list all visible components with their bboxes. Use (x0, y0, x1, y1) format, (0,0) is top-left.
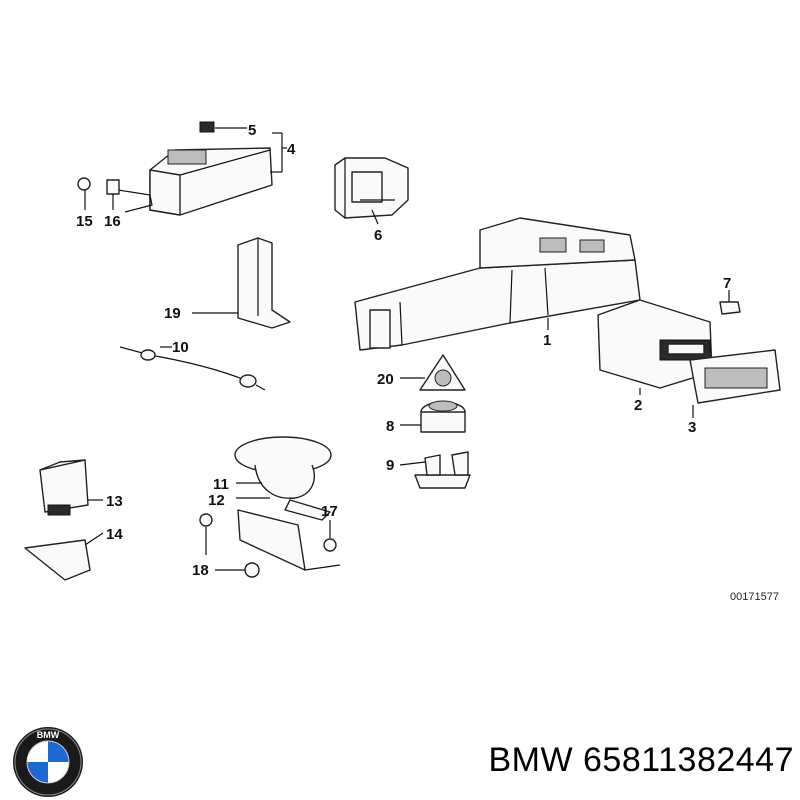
cover-illustration (237, 237, 291, 329)
callout-12: 12 (208, 492, 225, 509)
callout-2: 2 (634, 397, 642, 414)
callout-1: 1 (543, 332, 551, 349)
brand-name: BMW (488, 741, 574, 779)
radio-unit-illustration (597, 299, 713, 389)
callout-11: 11 (213, 476, 229, 493)
callout-7: 7 (723, 275, 731, 292)
screw-illustration (719, 301, 741, 315)
mounting-frame-illustration (354, 217, 641, 351)
front-panel-illustration (689, 349, 781, 404)
callout-5: 5 (248, 122, 256, 139)
part-number-label: BMW 65811382447 (488, 741, 794, 780)
callout-14: 14 (106, 526, 123, 543)
callout-4: 4 (287, 141, 296, 158)
cable-illustration (119, 346, 266, 391)
leader-lines (84, 127, 730, 571)
diagram-reference-code: 00171577 (730, 591, 779, 603)
callout-17: 17 (321, 503, 338, 520)
part-number: 65811382447 (583, 741, 794, 779)
horn-illustration (199, 436, 341, 578)
bracket-illustration (334, 157, 409, 219)
callout-18: 18 (192, 562, 209, 579)
callout-20: 20 (377, 371, 394, 388)
speaker-illustration (420, 400, 466, 433)
callout-6: 6 (374, 227, 382, 244)
control-module-illustration (77, 121, 282, 216)
warning-label-illustration (419, 354, 466, 391)
brand-row: BMW BMW 65811382447 (8, 705, 794, 797)
bmw-logo-icon: BMW (13, 727, 83, 797)
callout-13: 13 (106, 493, 123, 510)
holder-illustration (414, 451, 471, 489)
relay-illustration (24, 459, 91, 581)
callout-10: 10 (172, 339, 189, 356)
callout-19: 19 (164, 305, 181, 322)
callout-3: 3 (688, 419, 696, 436)
callout-16: 16 (104, 213, 121, 230)
callout-8: 8 (386, 418, 394, 435)
callout-9: 9 (386, 457, 394, 474)
logo-lettering: BMW (37, 730, 60, 740)
callout-15: 15 (76, 213, 93, 230)
